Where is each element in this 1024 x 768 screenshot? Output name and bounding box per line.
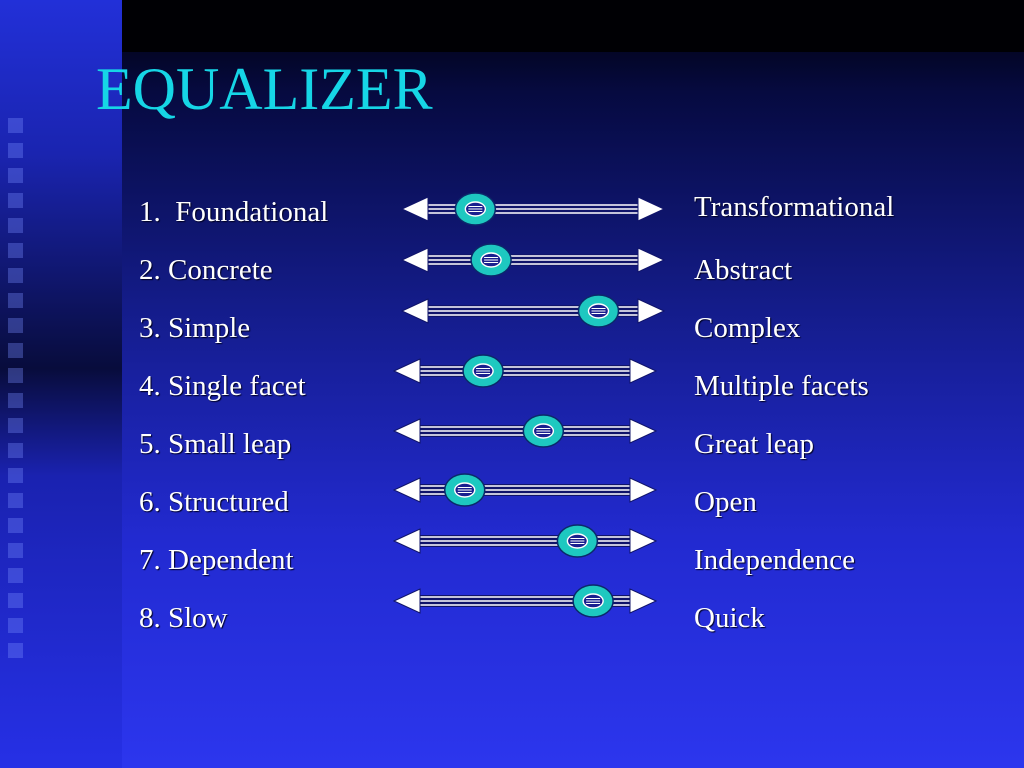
slider-row-2 [400,243,666,277]
row-6-right-label: Open [694,486,757,518]
slider-row-6 [392,473,658,507]
row-8-left-label: 8. Slow [139,602,228,634]
row-4-left-label: 4. Single facet [139,370,306,402]
row-1-left-label: 1. Foundational [139,196,329,228]
arrow-left-icon [392,528,421,554]
arrow-left-icon [400,196,429,222]
row-2-left-label: 2. Concrete [139,254,273,286]
arrow-right-icon [637,196,666,222]
slide-title: EQUALIZER [96,56,433,122]
arrow-left-icon [400,247,429,273]
left-decorative-strip [0,0,122,768]
arrow-right-icon [629,477,658,503]
slider-row-1 [400,192,666,226]
row-5-left-label: 5. Small leap [139,428,292,460]
slider-row-3 [400,294,666,328]
slider-row-7 [392,524,658,558]
arrow-left-icon [400,298,429,324]
arrow-right-icon [637,247,666,273]
slider-row-4 [392,354,658,388]
arrow-left-icon [392,477,421,503]
top-dark-band [122,0,1024,52]
arrow-left-icon [392,588,421,614]
decorative-squares [8,118,28,668]
row-1-right-label: Transformational [694,191,895,223]
row-6-left-label: 6. Structured [139,486,289,518]
row-3-right-label: Complex [694,312,801,344]
slider-row-5 [392,414,658,448]
row-4-right-label: Multiple facets [694,370,869,402]
arrow-right-icon [637,298,666,324]
arrow-right-icon [629,528,658,554]
row-7-right-label: Independence [694,544,856,576]
arrow-left-icon [392,418,421,444]
arrow-right-icon [629,358,658,384]
slider-row-8 [392,584,658,618]
arrow-left-icon [392,358,421,384]
row-8-right-label: Quick [694,602,765,634]
row-7-left-label: 7. Dependent [139,544,294,576]
row-5-right-label: Great leap [694,428,814,460]
row-3-left-label: 3. Simple [139,312,251,344]
row-2-right-label: Abstract [694,254,793,286]
arrow-right-icon [629,588,658,614]
arrow-right-icon [629,418,658,444]
